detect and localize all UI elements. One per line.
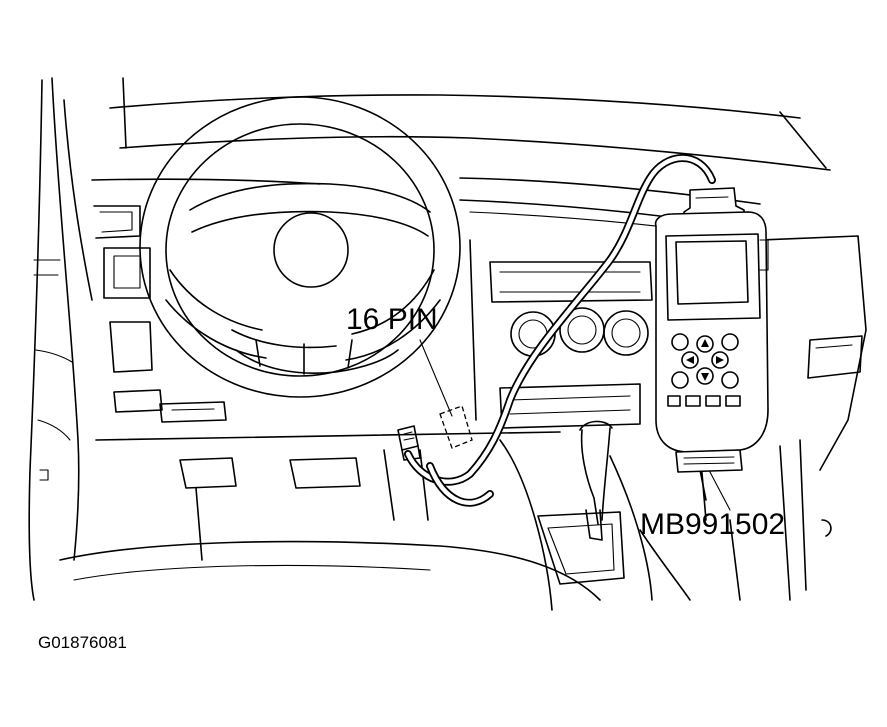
right-dash bbox=[699, 235, 867, 601]
steering-wheel bbox=[139, 96, 461, 398]
scan-tool-cable bbox=[404, 154, 716, 507]
dashboard-top bbox=[91, 77, 831, 239]
16-pin-connector bbox=[397, 339, 473, 461]
left-switch-panel bbox=[95, 247, 561, 441]
figure-id: G01876081 bbox=[38, 633, 127, 652]
center-console bbox=[499, 420, 741, 611]
scan-tool-label: MB991502 bbox=[640, 508, 786, 541]
a-pillar bbox=[28, 77, 93, 601]
scan-tool-device bbox=[654, 187, 769, 511]
connector-label: 16 PIN bbox=[346, 303, 438, 336]
center-stack bbox=[469, 239, 653, 429]
label-mark bbox=[821, 519, 832, 537]
lower-dash bbox=[59, 449, 601, 601]
